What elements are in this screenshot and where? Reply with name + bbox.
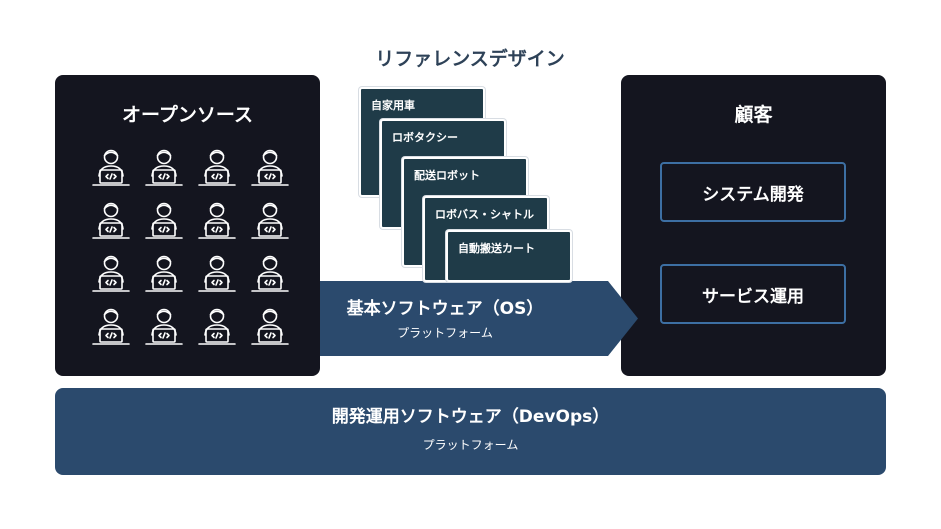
developer-with-laptop-icon <box>141 252 187 296</box>
customer-title: 顧客 <box>734 104 773 126</box>
customer-panel <box>621 75 886 376</box>
devops-bar <box>55 388 886 475</box>
reference-design-title: リファレンスデザイン <box>375 48 565 70</box>
developer-with-laptop-icon <box>141 146 187 190</box>
developer-with-laptop-icon <box>141 305 187 349</box>
developer-with-laptop-icon <box>247 252 293 296</box>
card-private-car-label: 自家用車 <box>371 99 415 112</box>
card-delivery-robot-label: 配送ロボット <box>414 169 480 182</box>
developer-with-laptop-icon <box>141 199 187 243</box>
developer-with-laptop-icon <box>194 252 240 296</box>
open-source-title: オープンソース <box>122 104 253 126</box>
card-automated-cart-label: 自動搬送カート <box>458 242 535 255</box>
developer-with-laptop-icon <box>247 146 293 190</box>
os-software-title: 基本ソフトウェア（OS） <box>346 299 544 319</box>
developer-with-laptop-icon <box>194 305 240 349</box>
system-development-box: システム開発 <box>660 162 846 222</box>
developer-with-laptop-icon <box>194 146 240 190</box>
developer-with-laptop-icon <box>194 199 240 243</box>
developer-with-laptop-icon <box>247 199 293 243</box>
developer-with-laptop-icon <box>247 305 293 349</box>
developer-with-laptop-icon <box>88 199 134 243</box>
card-robotaxi-label: ロボタクシー <box>392 131 458 144</box>
card-robobus-shuttle-label: ロボバス・シャトル <box>435 208 534 221</box>
os-software-arrow <box>320 281 638 356</box>
developer-with-laptop-icon <box>88 146 134 190</box>
card-automated-cart: 自動搬送カート <box>446 230 572 282</box>
service-operation-box: サービス運用 <box>660 264 846 324</box>
os-software-subtitle: プラットフォーム <box>397 326 493 340</box>
devops-title: 開発運用ソフトウェア（DevOps） <box>331 407 610 427</box>
developer-with-laptop-icon <box>88 252 134 296</box>
developer-with-laptop-icon <box>88 305 134 349</box>
devops-subtitle: プラットフォーム <box>422 438 519 452</box>
